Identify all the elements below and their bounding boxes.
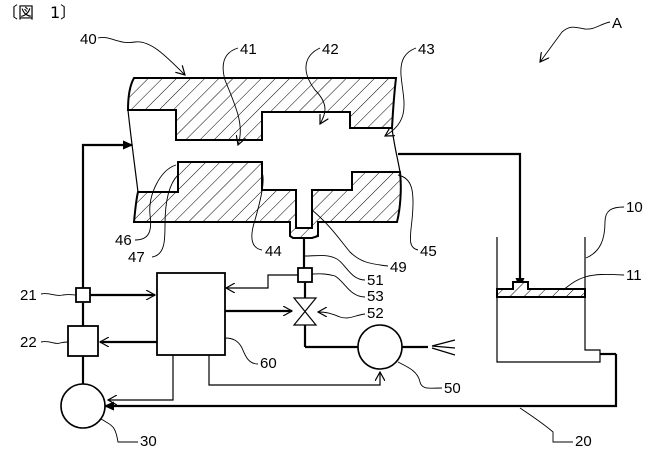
leader-20 (520, 408, 573, 442)
label-52: 52 (367, 305, 384, 322)
leader-10 (586, 207, 624, 258)
mold-upper (128, 78, 396, 140)
line-to-mold-inlet (83, 145, 132, 288)
tank-10 (497, 237, 600, 362)
label-11: 11 (626, 267, 642, 284)
label-60: 60 (260, 355, 277, 372)
exhaust-icon (432, 340, 455, 355)
label-20: 20 (575, 433, 592, 450)
label-42: 42 (322, 41, 339, 58)
label-53: 53 (367, 288, 384, 305)
pump-30 (61, 384, 105, 428)
label-10: 10 (626, 199, 643, 216)
label-41: 41 (240, 41, 257, 58)
mold-left-edge (128, 110, 138, 192)
label-43: 43 (418, 41, 435, 58)
label-40: 40 (80, 31, 97, 48)
leader-52 (318, 312, 365, 318)
pump-50 (358, 325, 402, 369)
mold-lower (134, 162, 401, 238)
label-22: 22 (20, 334, 37, 351)
label-47: 47 (128, 249, 145, 266)
leader-11 (563, 274, 624, 290)
label-51: 51 (367, 272, 384, 289)
label-46: 46 (115, 232, 132, 249)
label-50: 50 (444, 380, 461, 397)
signal-controller-pump30 (108, 355, 173, 400)
controller-60 (157, 273, 225, 355)
sensor-21 (76, 288, 90, 302)
label-49: 49 (390, 259, 407, 276)
sensor-53 (298, 268, 312, 282)
label-44: 44 (265, 243, 282, 260)
label-45: 45 (420, 243, 437, 260)
liquid-surface-11 (497, 282, 585, 297)
line-20 (105, 355, 616, 406)
valve-52 (294, 298, 316, 325)
leader-system-a (540, 22, 610, 62)
label-30: 30 (140, 433, 157, 450)
mold-right-edge (392, 128, 400, 172)
figure-title: 〔図 1〕 (2, 3, 76, 22)
leader-22 (41, 342, 68, 344)
unit-22 (68, 326, 98, 356)
line-mold-to-tank (398, 154, 520, 287)
leader-53 (312, 274, 365, 297)
leader-50 (398, 362, 442, 388)
leader-40 (98, 37, 185, 75)
leader-30 (99, 419, 138, 442)
leader-60 (225, 338, 258, 364)
signal-controller-pump50 (209, 355, 380, 385)
signal-sensor53-controller (226, 275, 298, 288)
label-21: 21 (20, 287, 37, 304)
label-system-a: A (612, 15, 622, 32)
leader-21 (41, 294, 76, 296)
